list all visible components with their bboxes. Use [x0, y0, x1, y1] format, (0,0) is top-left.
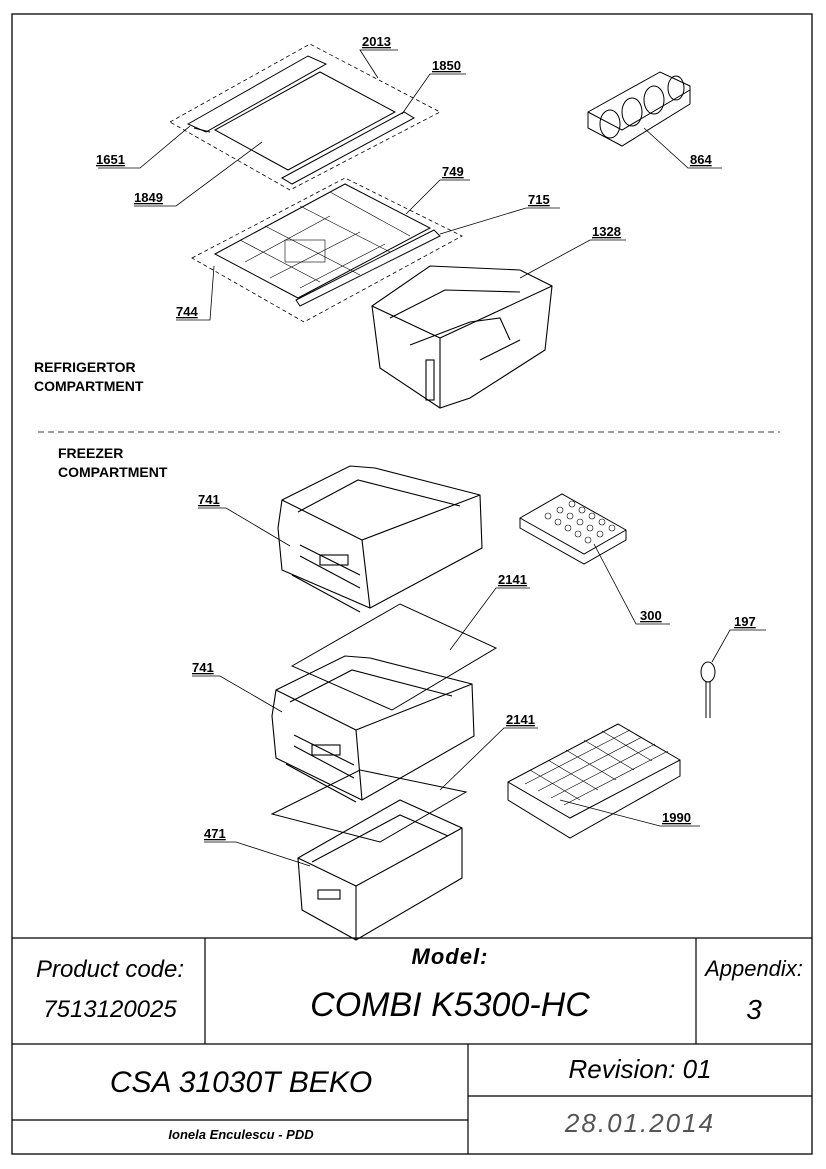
callout-744: 744	[176, 304, 198, 319]
freezer-divider-top	[290, 603, 498, 711]
title-block-grid	[12, 937, 812, 1154]
callout-300: 300	[640, 608, 662, 623]
freezer-drawer-top	[277, 465, 483, 613]
freezer-drawer-small	[297, 799, 463, 941]
product-code-label: Product code:	[35, 956, 185, 983]
glass-shelf-small	[213, 71, 397, 171]
callout-2141-bottom: 2141	[506, 712, 535, 727]
callout-1849: 1849	[134, 190, 163, 205]
callout-471: 471	[204, 826, 226, 841]
shelf-trim	[295, 229, 441, 307]
freezer-drawer-bottom	[271, 655, 475, 803]
callout-2013: 2013	[362, 34, 391, 49]
egg-holder	[587, 71, 691, 147]
appendix-label: Appendix:	[705, 956, 803, 981]
crisper-drawer	[371, 265, 553, 409]
ice-scraper	[700, 661, 716, 718]
ice-tray	[519, 493, 627, 565]
leader-lines	[98, 49, 766, 867]
product-name: CSA 31030T BEKO	[109, 1066, 373, 1099]
callout-1328: 1328	[592, 224, 621, 239]
product-code-value: 7513120025	[43, 996, 177, 1023]
refrigerator-label-line2: COMPARTMENT	[34, 378, 144, 394]
freezer-rack	[507, 723, 681, 839]
glass-shelf-large	[213, 183, 432, 299]
freezer-divider-bottom	[270, 769, 468, 843]
callout-749: 749	[442, 164, 464, 179]
callout-741-top: 741	[198, 492, 220, 507]
callout-1651: 1651	[96, 152, 125, 167]
freezer-label-line2: COMPARTMENT	[58, 464, 168, 480]
model-value: COMBI K5300-HC	[310, 986, 590, 1024]
shelf-frame-small	[186, 55, 416, 185]
model-label: Model:	[411, 944, 489, 969]
revision: Revision: 01	[568, 1054, 712, 1084]
callout-2141-top: 2141	[498, 572, 527, 587]
assembly-boundary-744	[191, 177, 463, 323]
author: Ionela Enculescu - PDD	[168, 1127, 314, 1142]
callout-197: 197	[734, 614, 756, 629]
callout-741-bottom: 741	[192, 660, 214, 675]
appendix-value: 3	[746, 994, 762, 1025]
callout-1990: 1990	[662, 810, 691, 825]
callout-864: 864	[690, 152, 712, 167]
refrigerator-label-line1: REFRIGERTOR	[34, 359, 136, 375]
drawing-date: 28.01.2014	[564, 1108, 716, 1138]
assembly-boundary-2013	[169, 43, 441, 191]
callout-1850: 1850	[432, 58, 461, 73]
freezer-label-line1: FREEZER	[58, 445, 123, 461]
callout-715: 715	[528, 192, 550, 207]
sheet-border	[11, 13, 813, 1155]
